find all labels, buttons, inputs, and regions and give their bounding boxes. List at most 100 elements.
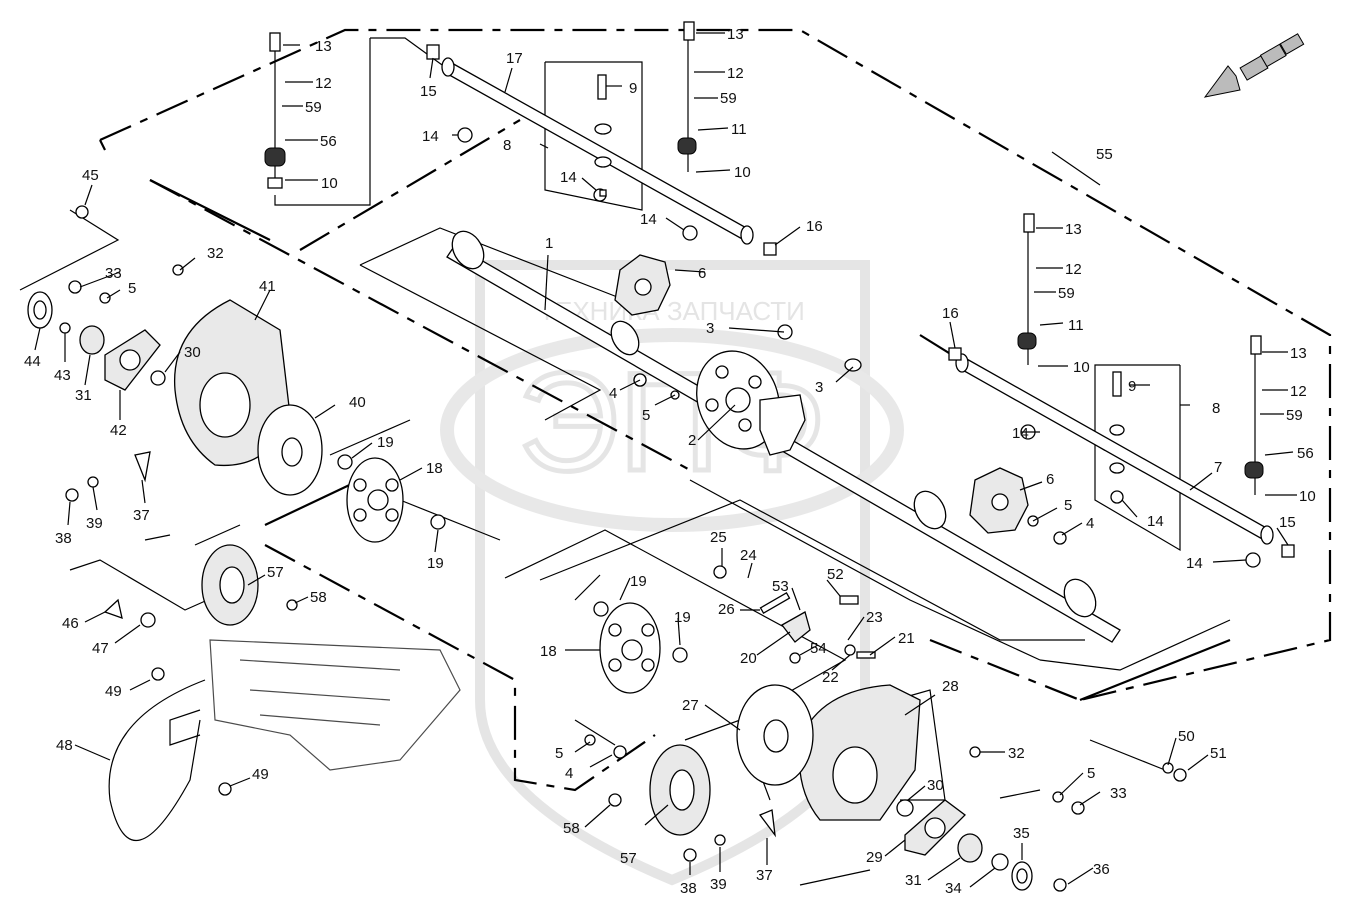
- label-29: 29: [866, 849, 883, 866]
- drive-belt: [108, 679, 206, 842]
- label-8: 8: [503, 137, 511, 154]
- label-17: 17: [506, 50, 523, 67]
- part-labels: 1 2 3 3 4 4 4 5 5 5 5 5 6 6 7 8 8 9 9 10…: [24, 26, 1316, 897]
- label-5: 5: [555, 745, 563, 762]
- left-cover-40: [257, 404, 323, 496]
- label-54: 54: [810, 640, 827, 657]
- label-12: 12: [1290, 383, 1307, 400]
- label-52: 52: [827, 566, 844, 583]
- label-30: 30: [184, 344, 201, 361]
- label-13: 13: [727, 26, 744, 43]
- label-35: 35: [1013, 825, 1030, 842]
- tensioner-spring-right-1: [1017, 222, 1037, 365]
- label-3: 3: [706, 320, 714, 337]
- watermark: ТЕХНИКА ЗАПЧАСТИ ЭПФ: [440, 260, 904, 886]
- label-26: 26: [718, 601, 735, 618]
- label-41: 41: [259, 278, 276, 295]
- label-5: 5: [128, 280, 136, 297]
- label-15: 15: [420, 83, 437, 100]
- label-21: 21: [898, 630, 915, 647]
- label-28: 28: [942, 678, 959, 695]
- label-22: 22: [822, 669, 839, 686]
- label-19: 19: [427, 555, 444, 572]
- left-housing-41: [173, 299, 291, 467]
- hub-flange: [696, 350, 780, 450]
- label-4: 4: [609, 385, 617, 402]
- label-14: 14: [1186, 555, 1203, 572]
- label-59: 59: [1286, 407, 1303, 424]
- label-55: 55: [1096, 146, 1113, 163]
- label-56: 56: [1297, 445, 1314, 462]
- label-6: 6: [1046, 471, 1054, 488]
- cam-plate: [759, 394, 806, 456]
- label-19: 19: [674, 609, 691, 626]
- tensioner-spring-right-2: [1244, 343, 1264, 495]
- label-33: 33: [105, 265, 122, 282]
- label-2: 2: [688, 432, 696, 449]
- label-45: 45: [82, 167, 99, 184]
- tensioner-spring-left: [264, 42, 286, 189]
- label-37: 37: [133, 507, 150, 524]
- label-56: 56: [320, 133, 337, 150]
- seal-35: [1011, 861, 1033, 891]
- label-47: 47: [92, 640, 109, 657]
- hub-18-right: [599, 602, 661, 694]
- label-4: 4: [565, 765, 573, 782]
- label-34: 34: [945, 880, 962, 897]
- label-14: 14: [640, 211, 657, 228]
- label-33: 33: [1110, 785, 1127, 802]
- label-14: 14: [1147, 513, 1164, 530]
- label-32: 32: [1008, 745, 1025, 762]
- label-25: 25: [710, 529, 727, 546]
- label-6: 6: [698, 265, 706, 282]
- label-44: 44: [24, 353, 41, 370]
- group-lines: [19, 37, 1231, 886]
- label-24: 24: [740, 547, 757, 564]
- direction-arrow-icon: [1203, 33, 1305, 98]
- label-30: 30: [927, 777, 944, 794]
- label-5: 5: [642, 407, 650, 424]
- label-57: 57: [267, 564, 284, 581]
- label-58: 58: [563, 820, 580, 837]
- cover-57-left: [201, 544, 259, 626]
- label-19: 19: [377, 434, 394, 451]
- label-42: 42: [110, 422, 127, 439]
- label-53: 53: [772, 578, 789, 595]
- label-48: 48: [56, 737, 73, 754]
- label-4: 4: [1086, 515, 1094, 532]
- label-13: 13: [1290, 345, 1307, 362]
- label-43: 43: [54, 367, 71, 384]
- label-46: 46: [62, 615, 79, 632]
- label-19: 19: [630, 573, 647, 590]
- label-18: 18: [540, 643, 557, 660]
- right-shaft-7: [955, 353, 1274, 545]
- sprocket-lower: [969, 467, 1029, 534]
- label-49: 49: [105, 683, 122, 700]
- label-16: 16: [806, 218, 823, 235]
- leader-lines: [34, 32, 1297, 888]
- label-14: 14: [560, 169, 577, 186]
- bearing-housing-29: [904, 799, 966, 856]
- label-1: 1: [545, 235, 553, 252]
- label-10: 10: [321, 175, 338, 192]
- label-49: 49: [252, 766, 269, 783]
- label-39: 39: [86, 515, 103, 532]
- label-50: 50: [1178, 728, 1195, 745]
- label-59: 59: [305, 99, 322, 116]
- label-27: 27: [682, 697, 699, 714]
- label-16: 16: [942, 305, 959, 322]
- bearing-housing-42: [104, 329, 161, 391]
- bearing-31-left: [79, 325, 105, 355]
- label-5: 5: [1064, 497, 1072, 514]
- label-10: 10: [1073, 359, 1090, 376]
- label-14: 14: [422, 128, 439, 145]
- label-18: 18: [426, 460, 443, 477]
- label-12: 12: [315, 75, 332, 92]
- right-cover-27: [736, 684, 814, 786]
- label-9: 9: [629, 80, 637, 97]
- label-36: 36: [1093, 861, 1110, 878]
- label-9: 9: [1128, 378, 1136, 395]
- label-3: 3: [815, 379, 823, 396]
- bearing-31-right: [957, 833, 983, 863]
